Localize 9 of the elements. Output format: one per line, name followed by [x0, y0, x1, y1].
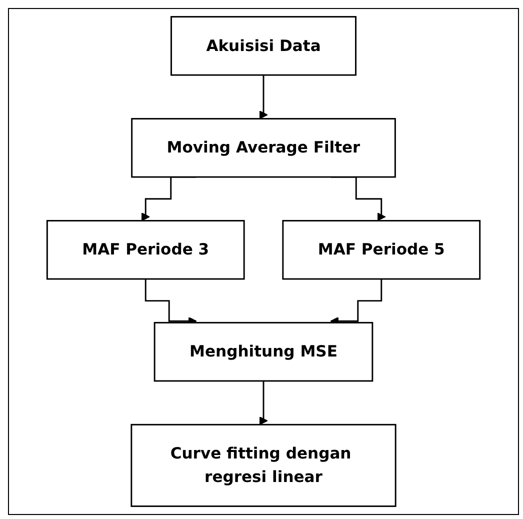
node-box	[46, 220, 245, 280]
node-box	[131, 118, 396, 178]
node-box	[282, 220, 481, 280]
node-box	[130, 424, 396, 507]
arrow	[259, 74, 268, 120]
arrow	[259, 380, 268, 426]
node-box	[170, 16, 356, 76]
frame: Akuisisi Data Moving Average Filter MAF Periode 3 MAF Periode 5 Menghitung MSE Curve fitting dengan regresi linear	[8, 8, 519, 515]
node-box	[154, 322, 374, 382]
